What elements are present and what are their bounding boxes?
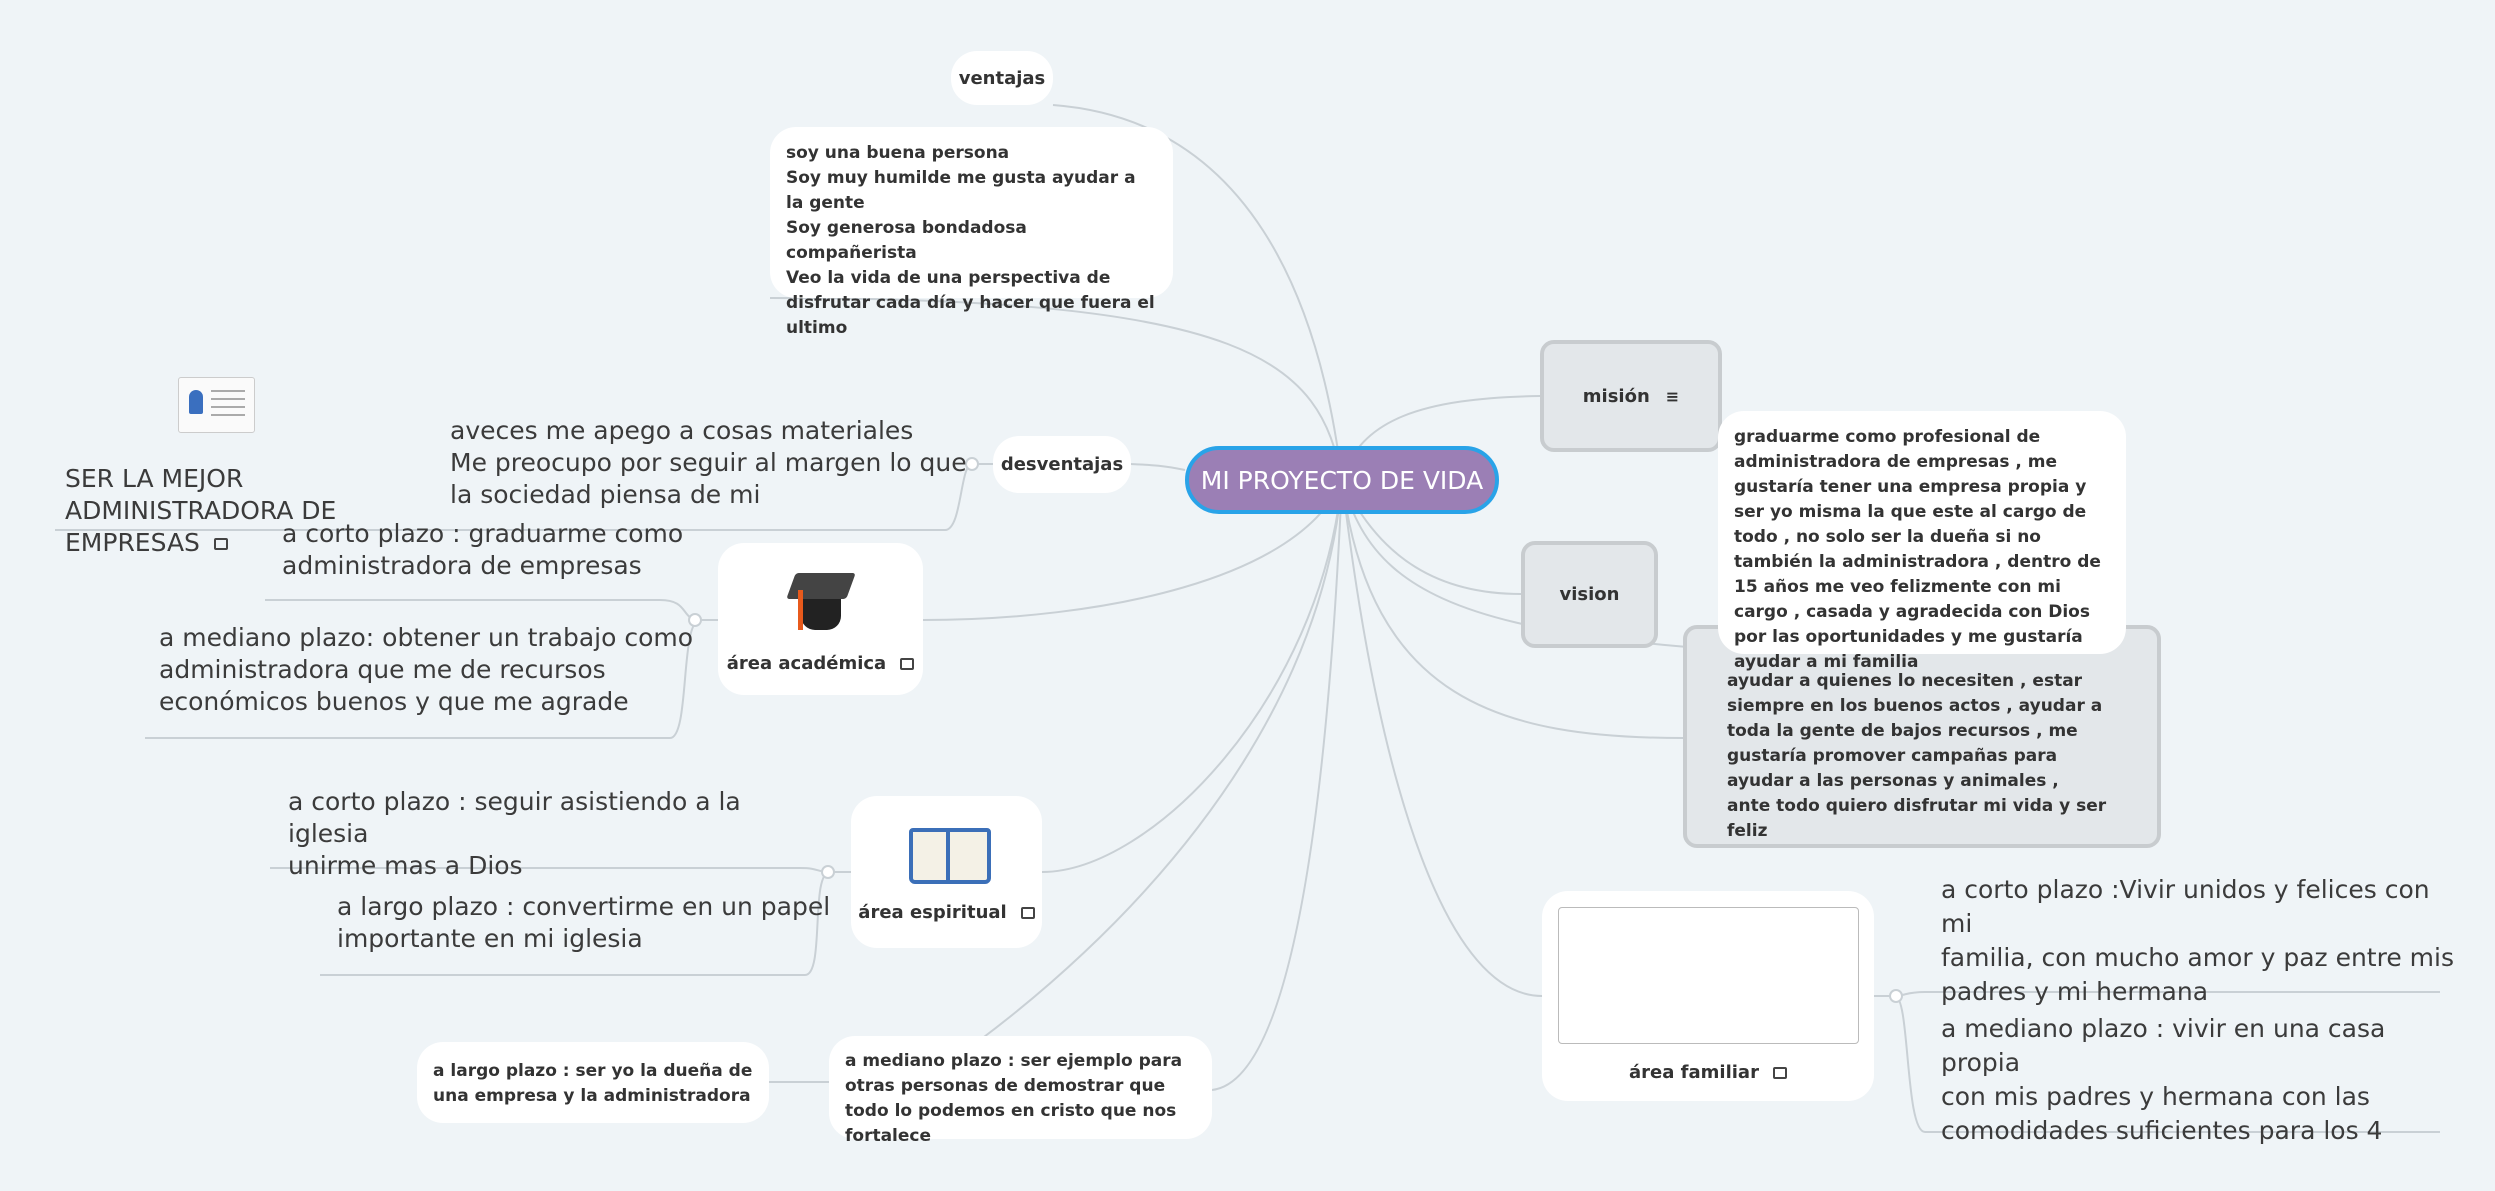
collapse-handle[interactable] bbox=[688, 613, 702, 627]
largo-plazo-text[interactable]: a largo plazo : ser yo la dueña de una e… bbox=[417, 1042, 769, 1123]
connector bbox=[1211, 479, 1343, 1091]
connector bbox=[265, 599, 718, 621]
connector bbox=[1130, 463, 1186, 471]
connector bbox=[922, 479, 1343, 621]
image-icon[interactable] bbox=[1772, 1067, 1787, 1079]
image-icon[interactable] bbox=[1020, 906, 1035, 919]
node-desventajas[interactable]: desventajas bbox=[993, 436, 1131, 493]
node-area-academica[interactable]: área académica bbox=[718, 543, 923, 695]
familiar-child[interactable]: a mediano plazo : vivir en una casa prop… bbox=[1941, 1014, 2386, 1145]
connector bbox=[769, 297, 1343, 481]
vision-text[interactable]: ayudar a quienes lo necesiten , estar si… bbox=[1683, 625, 2161, 848]
central-topic-label: MI PROYECTO DE VIDA bbox=[1200, 465, 1484, 495]
espiritual-child[interactable]: a largo plazo : convertirme en un papel … bbox=[337, 892, 831, 953]
node-area-familiar[interactable]: área familiar bbox=[1542, 891, 1874, 1101]
image-icon[interactable] bbox=[900, 657, 915, 670]
node-mision[interactable]: misión ≡ bbox=[1540, 340, 1722, 452]
familiar-child[interactable]: a corto plazo :Vivir unidos y felices co… bbox=[1941, 875, 2454, 1006]
ventajas-text[interactable]: soy una buena persona Soy muy humilde me… bbox=[770, 127, 1173, 338]
node-label: vision bbox=[1559, 584, 1620, 605]
image-icon[interactable] bbox=[213, 538, 228, 550]
node-label: área familiar bbox=[1629, 1062, 1759, 1083]
connector bbox=[1052, 104, 1343, 481]
node-label: área académica bbox=[726, 652, 887, 674]
id-card-icon bbox=[178, 377, 255, 433]
vision-text-content: ayudar a quienes lo necesiten , estar si… bbox=[1727, 671, 2107, 841]
node-label: ventajas bbox=[958, 67, 1046, 89]
mision-text[interactable]: graduarme como profesional de administra… bbox=[1718, 411, 2126, 672]
mediano-plazo-text[interactable]: a mediano plazo : ser ejemplo para otras… bbox=[829, 1036, 1212, 1146]
goal-label: SER LA MEJOR ADMINISTRADORA DE EMPRESAS bbox=[65, 464, 337, 557]
goal-text[interactable]: SER LA MEJOR ADMINISTRADORA DE EMPRESAS bbox=[65, 463, 395, 559]
collapse-handle[interactable] bbox=[821, 865, 835, 879]
collapse-handle[interactable] bbox=[1889, 989, 1903, 1003]
collapse-handle[interactable] bbox=[965, 457, 979, 471]
connector bbox=[1894, 995, 2440, 1133]
node-vision[interactable]: vision bbox=[1521, 541, 1658, 648]
central-topic[interactable]: MI PROYECTO DE VIDA bbox=[1185, 446, 1499, 514]
academica-child[interactable]: a mediano plazo: obtener un trabajo como… bbox=[159, 623, 694, 716]
broken-image-icon bbox=[1557, 907, 1859, 1044]
node-label: área espiritual bbox=[858, 901, 1007, 923]
book-icon bbox=[907, 822, 991, 884]
connector bbox=[1341, 479, 1543, 997]
node-ventajas[interactable]: ventajas bbox=[951, 51, 1053, 105]
desventajas-text[interactable]: aveces me apego a cosas materiales Me pr… bbox=[450, 416, 967, 509]
connector bbox=[1041, 479, 1343, 873]
node-label: desventajas bbox=[1000, 454, 1124, 475]
academica-child[interactable]: a corto plazo : graduarme como administr… bbox=[282, 519, 684, 580]
espiritual-child[interactable]: a corto plazo : seguir asistiendo a la i… bbox=[288, 787, 741, 880]
graduation-cap-icon bbox=[785, 565, 856, 635]
connector bbox=[979, 479, 1343, 1041]
node-label: misión bbox=[1582, 385, 1650, 407]
notes-icon[interactable]: ≡ bbox=[1665, 386, 1680, 406]
node-area-espiritual[interactable]: área espiritual bbox=[851, 796, 1042, 948]
connector bbox=[1341, 479, 1684, 739]
